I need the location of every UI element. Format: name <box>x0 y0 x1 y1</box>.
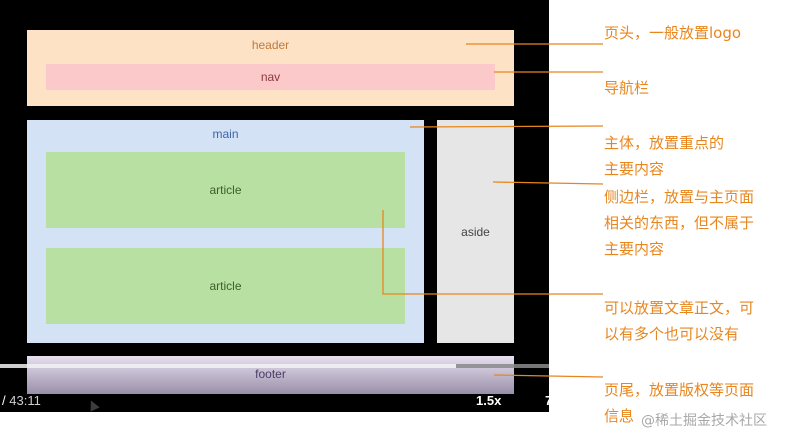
aside-note-line-1: 侧边栏，放置与主页面 <box>604 188 755 206</box>
article-box-2-label: article <box>209 279 242 293</box>
footer-box: footer <box>27 356 514 394</box>
player-controls: / 43:11 1.5x 7 <box>0 392 549 412</box>
main-note-line-2: 主要内容 <box>604 160 665 178</box>
main-pointer-line <box>409 125 604 128</box>
progress-bar[interactable] <box>0 364 549 368</box>
aside-box: aside <box>437 120 514 343</box>
nav-box-label: nav <box>260 70 281 84</box>
aside-box-label: aside <box>461 224 490 239</box>
time-display: / 43:11 <box>2 393 41 408</box>
footer-note: 页尾，放置版权等页面 信息 <box>604 377 754 429</box>
time-separator: / <box>2 393 6 408</box>
aside-note-line-3: 主要内容 <box>604 240 665 258</box>
article-note-line-1: 可以放置文章正文，可 <box>604 299 755 317</box>
nav-note: 导航栏 <box>604 79 650 97</box>
playback-speed-button[interactable]: 1.5x <box>476 393 502 408</box>
article-box-2: article <box>46 248 405 324</box>
watermark: @稀土掘金技术社区 <box>641 413 767 429</box>
article-pointer-line <box>382 210 603 295</box>
footer-note-line-1: 页尾，放置版权等页面 <box>604 381 755 399</box>
total-time: 43:11 <box>9 393 41 408</box>
footer-box-label: footer <box>255 367 286 381</box>
aside-pointer-line <box>492 181 604 185</box>
main-note-line-1: 主体，放置重点的 <box>604 134 725 152</box>
article-box-1-label: article <box>209 183 242 197</box>
footer-pointer-line <box>493 374 604 378</box>
aside-note: 侧边栏，放置与主页面 相关的东西，但不属于 主要内容 <box>604 184 754 262</box>
aside-note-line-2: 相关的东西，但不属于 <box>604 214 755 232</box>
nav-box: nav <box>46 64 495 90</box>
header-box-label: header <box>251 38 290 52</box>
header-note: 页头，一般放置logo <box>604 24 742 42</box>
partial-control-label: 7 <box>545 393 549 408</box>
video-frame[interactable]: header nav main article article aside fo… <box>0 0 549 412</box>
main-note: 主体，放置重点的 主要内容 <box>604 130 724 182</box>
article-box-1: article <box>46 152 405 228</box>
progress-fill <box>0 364 456 368</box>
footer-note-line-2: 信息 <box>604 407 635 425</box>
article-note-line-2: 以有多个也可以没有 <box>604 325 740 343</box>
main-box-label: main <box>212 127 239 141</box>
article-note: 可以放置文章正文，可 以有多个也可以没有 <box>604 295 754 347</box>
